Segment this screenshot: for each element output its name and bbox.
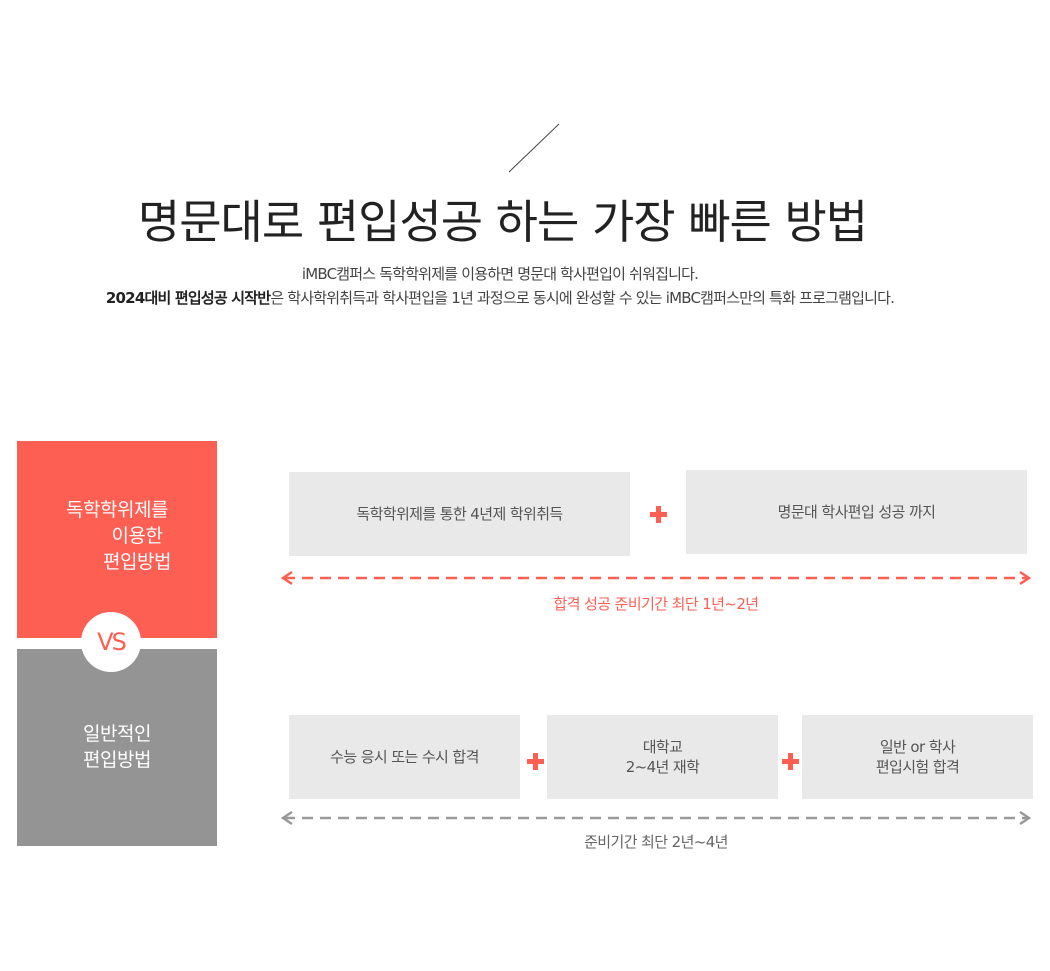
method-b-step-2: 대학교 2~4년 재학 <box>547 715 778 799</box>
method-a-duration-arrow <box>280 570 1032 586</box>
step-text: 명문대 학사편입 성공 까지 <box>777 503 936 521</box>
method-b-label-line: 일반적인 <box>83 723 151 745</box>
step-text: 편입시험 합격 <box>875 758 960 776</box>
method-b-duration: 준비기간 최단 2년~4년 <box>584 833 728 851</box>
page-title: 명문대로 편입성공 하는 가장 빠른 방법 <box>137 195 868 249</box>
step-text: 일반 or 학사 <box>879 738 956 756</box>
method-a-label-line: 독학학위제를 <box>66 499 168 521</box>
step-text: 대학교 <box>642 738 683 756</box>
method-b-step-1: 수능 응시 또는 수시 합격 <box>289 715 520 799</box>
method-b-duration-arrow <box>280 810 1032 826</box>
method-a-duration: 합격 성공 준비기간 최단 1년~2년 <box>553 595 760 613</box>
method-a-label-line: 편입방법 <box>103 551 171 573</box>
plus-icon <box>780 751 800 771</box>
subtitle-rest: 은 학사학위취득과 학사편입을 1년 과정으로 동시에 완성할 수 있는 iMB… <box>270 289 895 307</box>
method-b-label-panel: 일반적인 편입방법 <box>17 649 217 846</box>
method-a-step-2: 명문대 학사편입 성공 까지 <box>686 470 1027 554</box>
subtitle-line-2: 2024대비 편입성공 시작반은 학사학위취득과 학사편입을 1년 과정으로 동… <box>0 287 1000 309</box>
plus-icon <box>525 751 545 771</box>
subtitle-highlight: 2024대비 편입성공 시작반 <box>105 289 271 307</box>
vs-badge: VS <box>81 612 141 672</box>
step-text: 독학학위제를 통한 4년제 학위취득 <box>356 505 563 523</box>
plus-icon <box>648 504 668 524</box>
method-b-step-3: 일반 or 학사 편입시험 합격 <box>802 715 1033 799</box>
method-a-step-1: 독학학위제를 통한 4년제 학위취득 <box>289 472 630 556</box>
method-b-label-line: 편입방법 <box>83 749 151 771</box>
method-a-label-panel: 독학학위제를 이용한 편입방법 <box>17 441 217 638</box>
decorative-slash-icon <box>508 123 560 173</box>
step-text: 수능 응시 또는 수시 합격 <box>330 748 479 766</box>
step-text: 2~4년 재학 <box>625 758 700 776</box>
method-a-label-line: 이용한 <box>111 525 163 547</box>
subtitle-line-1: iMBC캠퍼스 독학학위제를 이용하면 명문대 학사편입이 쉬워집니다. <box>301 265 699 283</box>
